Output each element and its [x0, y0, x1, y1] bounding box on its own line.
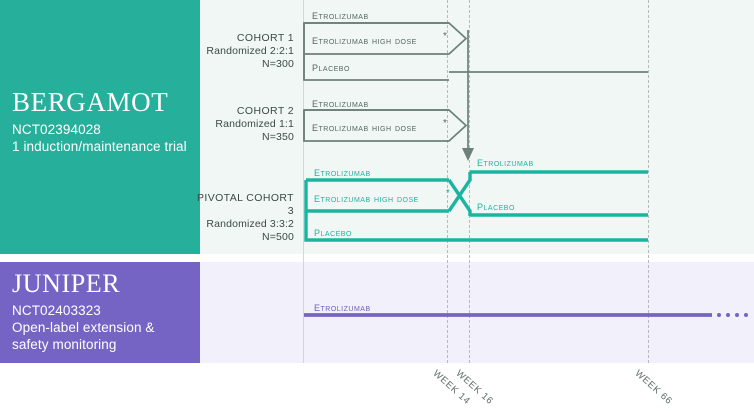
juniper-subtitle-line-2: safety monitoring — [12, 337, 117, 353]
bergamot-panel: BERGAMOT NCT02394028 1 induction/mainten… — [0, 0, 200, 254]
cohort-3-randomization: Randomized 3:3:2 — [206, 218, 294, 230]
cohort-3-sample-size: N=500 — [262, 231, 294, 243]
bergamot-brand-title: BERGAMOT — [12, 87, 169, 117]
cohort-2-label-group: COHORT 2 Randomized 1:1 N=350 — [198, 105, 294, 144]
timeline-baseline — [303, 0, 304, 363]
cohort-2-arm-1-label: Etrolizumab — [312, 96, 369, 110]
cohort-3-title: PIVOTAL COHORT 3 — [196, 192, 294, 217]
juniper-panel: JUNIPER NCT02403323 Open-label extension… — [0, 262, 200, 363]
juniper-continuation-dot-4 — [744, 313, 748, 317]
cohort-1-arm-1-label: Etrolizumab — [312, 8, 369, 22]
cohort-1-title: COHORT 1 — [236, 32, 294, 44]
cohort-1-arm-2-asterisk: * — [443, 31, 448, 42]
cohort-1-sample-size: N=300 — [262, 58, 294, 70]
juniper-subtitle-line-1: Open-label extension & — [12, 320, 155, 336]
cohort-1-label-group: COHORT 1 Randomized 2:2:1 N=300 — [198, 32, 294, 71]
cohort-1-arm-3-label: Placebo — [312, 60, 350, 74]
cohort-3-label-group: PIVOTAL COHORT 3 Randomized 3:3:2 N=500 — [190, 192, 294, 244]
juniper-arm-label: Etrolizumab — [314, 300, 371, 314]
cohort-1-randomization: Randomized 2:2:1 — [206, 45, 294, 57]
week-marker-line-week-14 — [447, 0, 448, 363]
cohort-2-title: COHORT 2 — [236, 105, 294, 117]
bergamot-subtitle: 1 induction/maintenance trial — [12, 139, 187, 155]
juniper-nct-number: NCT02403323 — [12, 303, 101, 319]
juniper-continuation-dot-1 — [717, 313, 721, 317]
crossover-arm-1-label: Etrolizumab — [477, 155, 534, 169]
crossover-arm-2-label: Placebo — [477, 199, 515, 213]
juniper-brand-title: JUNIPER — [12, 269, 121, 298]
cohort-2-randomization: Randomized 1:1 — [215, 118, 294, 130]
bergamot-nct-number: NCT02394028 — [12, 122, 101, 138]
cohort-2-arm-2-label: Etrolizumab High Dose — [312, 120, 417, 134]
footer-band — [0, 363, 754, 411]
week-marker-line-week-16 — [469, 0, 470, 363]
juniper-continuation-dot-2 — [726, 313, 730, 317]
cohort-3-arm-3-label: Placebo — [314, 225, 352, 239]
cohort-2-sample-size: N=350 — [262, 131, 294, 143]
cohort-3-arm-2-asterisk: * — [446, 188, 451, 199]
week-marker-line-week-66 — [648, 0, 649, 363]
cohort-1-arm-2-label: Etrolizumab High Dose — [312, 33, 417, 47]
juniper-continuation-dot-3 — [735, 313, 739, 317]
cohort-3-arm-1-label: Etrolizumab — [314, 165, 371, 179]
cohort-2-arm-2-asterisk: * — [443, 118, 448, 129]
cohort-3-arm-2-label: Etrolizumab High Dose — [314, 191, 419, 205]
